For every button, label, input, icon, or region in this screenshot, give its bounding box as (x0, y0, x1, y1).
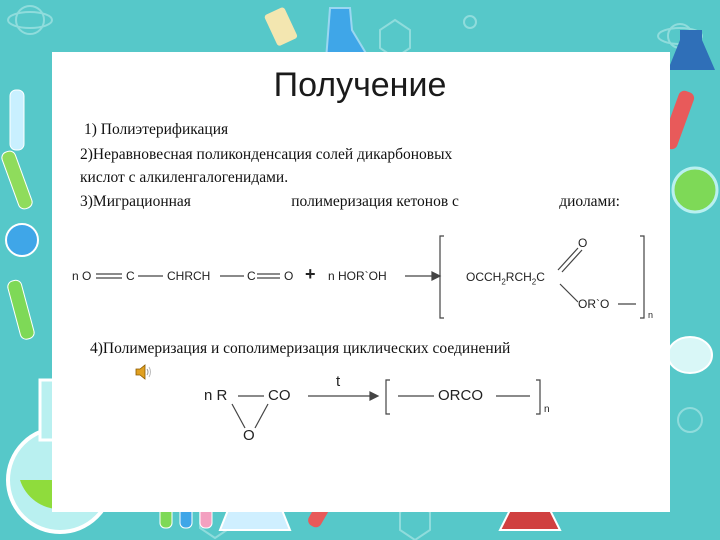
eq1-n-sub: n (648, 310, 654, 320)
eq1-product: OCCH2RCH2C (466, 270, 545, 287)
eq1-or-o: OR`O (578, 297, 610, 311)
item4-part-b: полимеризация кетонов с (291, 193, 459, 210)
flask-top-left (264, 7, 372, 61)
eq1-c2: C (247, 269, 256, 283)
eq1-o-top: O (578, 236, 588, 250)
eq1-n: n O (72, 269, 92, 283)
list-item-cyclic-polymerization: 4)Полимеризация и сополимеризация циклич… (90, 340, 511, 357)
page-title: Получение (273, 66, 447, 104)
item4-part-a: 3)Миграционная (80, 193, 191, 210)
list-item-polycondensation-cont: кислот с алкиленгалогенидами. (80, 169, 289, 186)
content-panel (52, 52, 670, 512)
eq2-o: O (243, 427, 255, 444)
list-item-polyesterification: 1) Полиэтерификация (84, 121, 229, 138)
eq1-reagent: n HOR`OH (328, 269, 387, 283)
item4-part-c: диолами: (559, 193, 620, 210)
eq2-t: t (336, 373, 341, 390)
test-tubes-left (1, 89, 39, 340)
list-item-polycondensation: 2)Неравновесная поликонденсация солей ди… (80, 146, 453, 163)
list-item-migration-polymerization: 3)Миграционная полимеризация кетонов с д… (80, 193, 620, 211)
eq1-chrch: CHRCH (167, 269, 211, 283)
eq1-o-right: O (284, 269, 294, 283)
eq1-plus: + (305, 264, 316, 284)
eq2-nr: n R (204, 387, 228, 404)
eq2-n-sub: n (544, 404, 550, 415)
eq1-c1: C (126, 269, 135, 283)
eq2-co: CO (268, 387, 291, 404)
eq2-orco: ORCO (438, 387, 483, 404)
speaker-icon[interactable] (134, 362, 154, 382)
